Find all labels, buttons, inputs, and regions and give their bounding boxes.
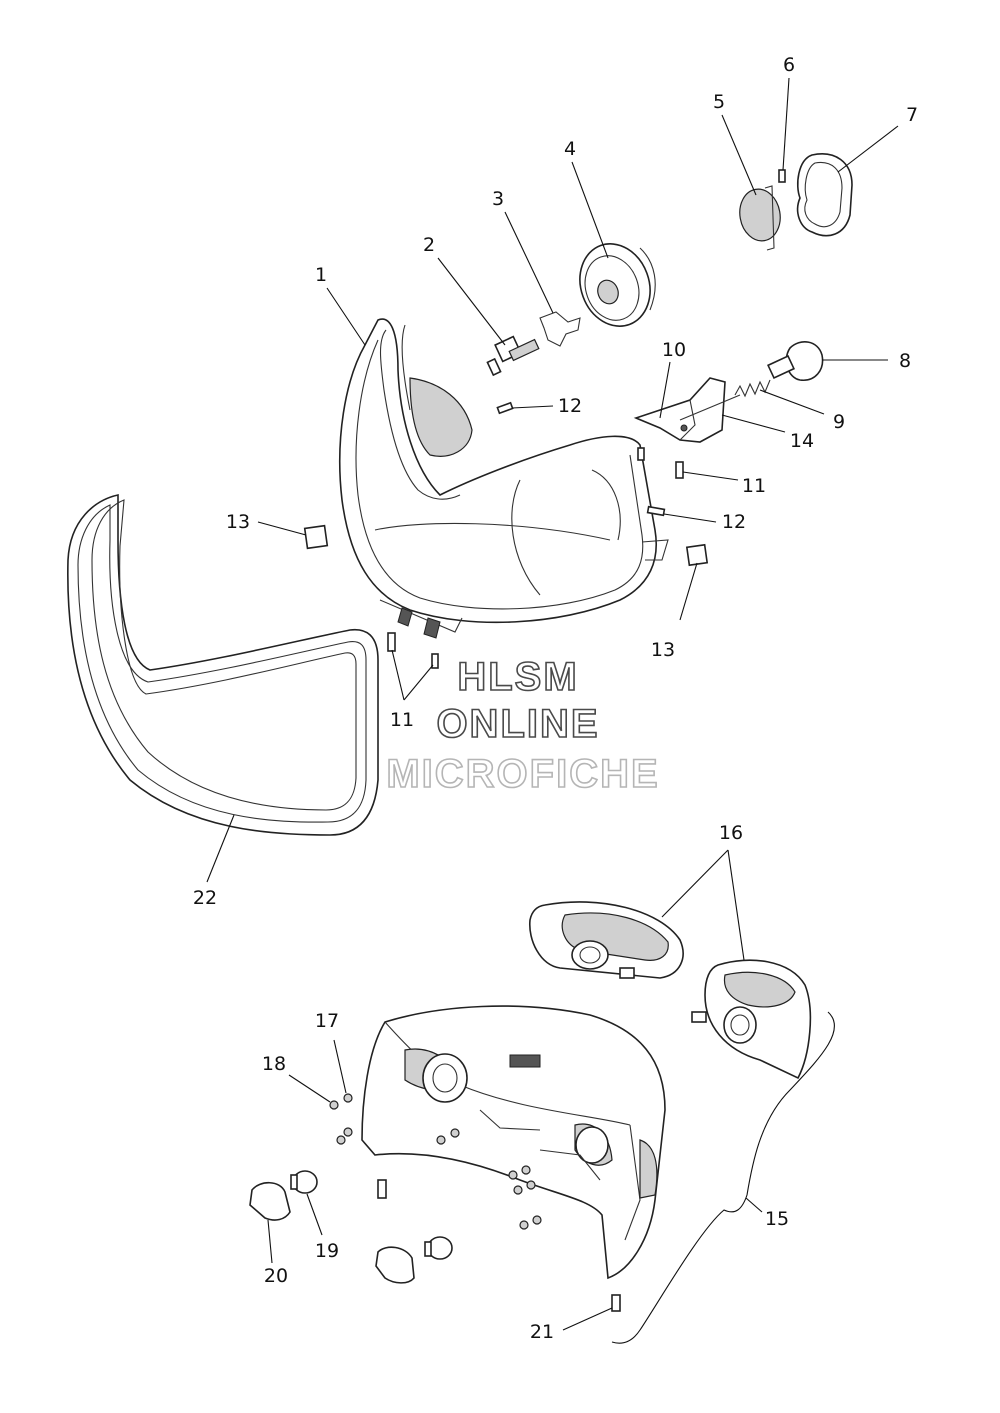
socket-left-part	[249, 1181, 291, 1221]
adjuster-knob-part	[767, 341, 824, 381]
leader-13-left	[257, 521, 307, 536]
nut-clip-right-part	[685, 543, 709, 567]
callout-11-lower: 11	[390, 709, 414, 731]
nut-group-left-part	[336, 1127, 460, 1145]
callout-3: 3	[492, 188, 504, 210]
nut-clip-left-part	[303, 524, 329, 550]
callout-4: 4	[564, 138, 576, 160]
bolt-21-part	[611, 1294, 621, 1312]
leader-10	[659, 361, 671, 419]
leader-5	[721, 114, 757, 196]
leader-9	[759, 389, 825, 415]
leader-6	[782, 77, 790, 171]
front-cowl-part	[361, 1005, 666, 1280]
screw-right-part	[646, 505, 666, 517]
leader-17	[333, 1039, 347, 1094]
leader-11-lower-b	[403, 664, 434, 701]
leader-22	[206, 814, 235, 883]
spring-clip-part	[539, 311, 581, 347]
callout-12-lower: 12	[722, 511, 746, 533]
pin-lower-b-part	[431, 653, 439, 669]
callout-19: 19	[315, 1240, 339, 1262]
leader-13-right	[679, 562, 698, 621]
lamp-screw-part	[778, 169, 786, 183]
parking-lamp-part	[739, 185, 781, 251]
nut-18-part	[329, 1100, 339, 1110]
watermark-line-2: ONLINE	[436, 702, 599, 746]
adjuster-bracket-part	[633, 377, 726, 443]
callout-11-upper: 11	[742, 475, 766, 497]
lamp-gasket-part	[796, 153, 853, 237]
leader-7	[837, 125, 899, 173]
leader-15-bracket	[611, 1011, 835, 1344]
callout-13-left: 13	[226, 511, 250, 533]
callout-10: 10	[662, 339, 686, 361]
callout-15: 15	[765, 1208, 789, 1230]
callout-12-upper: 12	[558, 395, 582, 417]
callout-13-right: 13	[651, 639, 675, 661]
watermark: HLSM ONLINE MICROFICHE	[386, 654, 659, 797]
socket-lower-part	[375, 1246, 415, 1284]
callout-labels: 1 2 3 4 5 6 7 8 9 10 11 11 12 12 13 13 1…	[193, 54, 918, 1343]
adjuster-rod-part	[679, 394, 741, 421]
turn-signal-lens-left-part	[529, 901, 684, 979]
nut-group-right-part	[508, 1165, 542, 1230]
pin-cowl-part	[377, 1179, 387, 1199]
pin-bracket-part	[637, 447, 645, 461]
callout-14: 14	[790, 430, 814, 452]
leader-14	[721, 414, 786, 433]
leader-3	[504, 211, 554, 314]
gasket-seal-part	[67, 494, 379, 836]
callout-1: 1	[315, 264, 327, 286]
bulb-part	[486, 335, 540, 377]
leader-16-a	[661, 849, 729, 918]
dust-boot-part	[579, 243, 656, 327]
callout-20: 20	[264, 1265, 288, 1287]
pin-lower-a-part	[387, 632, 396, 652]
turn-signal-lens-right-part	[691, 959, 812, 1080]
leader-lines	[206, 77, 899, 1344]
watermark-line-1: HLSM	[457, 655, 578, 699]
leader-15-tick	[745, 1197, 763, 1213]
bulb-left-part	[290, 1170, 318, 1194]
callout-8: 8	[899, 350, 911, 372]
callout-5: 5	[713, 91, 725, 113]
callout-16: 16	[719, 822, 743, 844]
callout-18: 18	[262, 1053, 286, 1075]
callout-2: 2	[423, 234, 435, 256]
leader-19	[306, 1193, 323, 1236]
adjuster-spring-part	[734, 379, 771, 398]
leader-16-b	[727, 849, 745, 961]
callout-22: 22	[193, 887, 217, 909]
leader-20	[267, 1219, 273, 1264]
leader-2	[437, 257, 506, 346]
callout-17: 17	[315, 1010, 339, 1032]
bulb-lower-part	[424, 1236, 453, 1260]
leader-18	[288, 1074, 331, 1103]
screw-upper-left-part	[496, 401, 514, 415]
callout-7: 7	[906, 104, 918, 126]
pin-upper-part	[675, 461, 684, 479]
nut-17-part	[343, 1093, 353, 1103]
leader-21	[562, 1307, 613, 1331]
leader-4	[571, 161, 609, 259]
callout-9: 9	[833, 411, 845, 433]
leader-12-upper	[511, 405, 554, 409]
leader-11-upper	[682, 471, 739, 481]
leader-11-lower-a	[391, 649, 405, 701]
watermark-line-3: MICROFICHE	[386, 752, 659, 796]
callout-21: 21	[530, 1321, 554, 1343]
leader-12-lower	[663, 513, 717, 523]
leader-1	[326, 287, 366, 346]
headlight-housing-part	[338, 318, 669, 639]
callout-6: 6	[783, 54, 795, 76]
